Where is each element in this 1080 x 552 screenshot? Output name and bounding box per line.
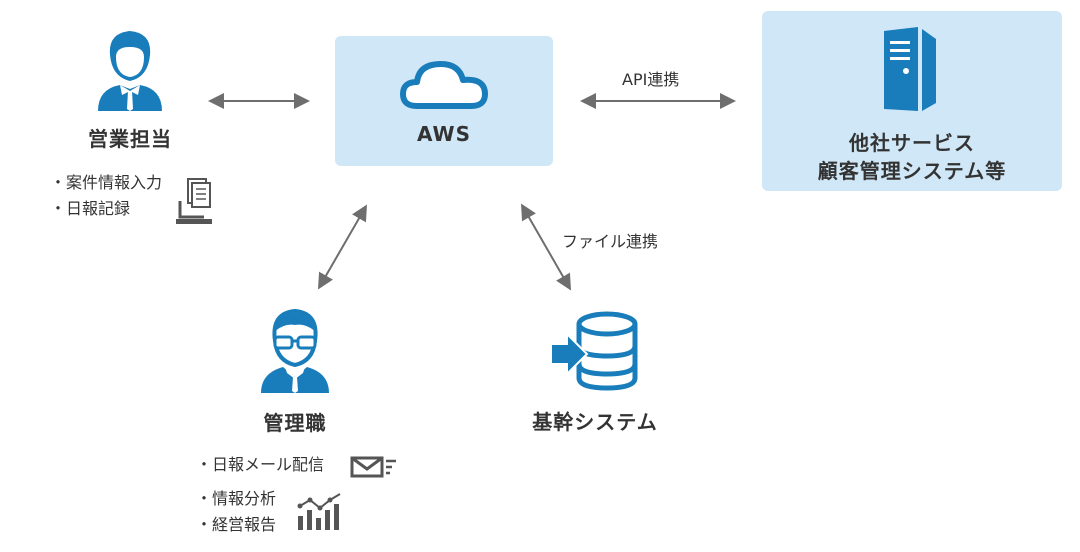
core-system-title: 基幹システム xyxy=(532,410,658,434)
arrow-aws-core xyxy=(521,203,571,291)
chart-icon xyxy=(297,493,341,530)
other-service-title: 他社サービス 顧客管理システム等 xyxy=(762,129,1062,185)
sales-title: 営業担当 xyxy=(88,127,172,151)
manager-title: 管理職 xyxy=(263,411,327,435)
manager-item: ・日報メール配信 xyxy=(196,455,325,474)
server-icon xyxy=(884,27,936,111)
api-connection-label: API連携 xyxy=(622,70,680,89)
person-glasses-icon xyxy=(261,308,329,393)
file-connection-label: ファイル連携 xyxy=(562,232,659,251)
person-icon xyxy=(98,31,162,111)
sales-item: ・日報記録 xyxy=(50,199,131,218)
laptop-document-icon xyxy=(176,178,212,224)
manager-node: 管理職 xyxy=(225,305,365,436)
mail-icon xyxy=(350,456,396,478)
aws-title: AWS xyxy=(416,122,472,146)
manager-item: ・経営報告 xyxy=(196,515,277,534)
other-service-title-line1: 他社サービス xyxy=(849,131,975,155)
cloud-icon xyxy=(400,61,488,109)
aws-box: AWS xyxy=(335,36,553,166)
sales-node: 営業担当 xyxy=(60,25,200,152)
manager-items: ・日報メール配信 ・情報分析 ・経営報告 xyxy=(196,452,324,538)
other-service-box: 他社サービス 顧客管理システム等 xyxy=(762,11,1062,191)
core-system-node: 基幹システム xyxy=(520,310,670,435)
sales-item: ・案件情報入力 xyxy=(50,173,163,192)
sales-items: ・案件情報入力 ・日報記録 xyxy=(50,170,162,222)
database-import-icon xyxy=(550,311,638,391)
manager-item: ・情報分析 xyxy=(196,489,277,508)
other-service-title-line2: 顧客管理システム等 xyxy=(817,159,1007,183)
arrow-aws-manager xyxy=(318,204,367,290)
